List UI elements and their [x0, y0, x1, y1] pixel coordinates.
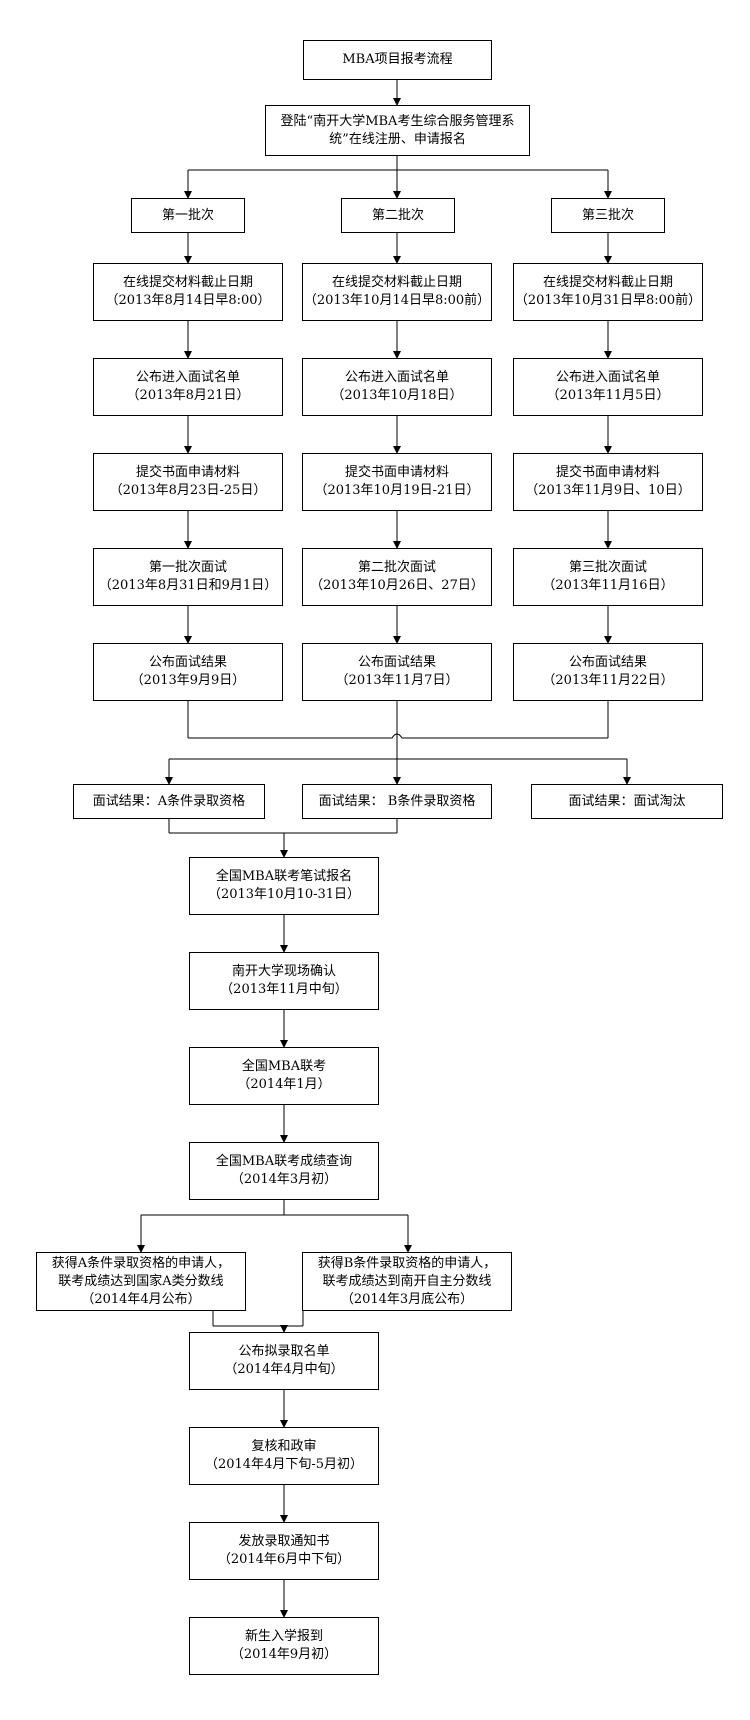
condition-a-admission: 获得A条件录取资格的申请人， 联考成绩达到国家A类分数线 （2014年4月公布） [36, 1252, 246, 1311]
batch-2-interview: 第二批次面试 （2013年10月26日、27日） [302, 548, 492, 606]
batch-2-result: 公布面试结果 （2013年11月7日） [302, 643, 492, 701]
national-exam: 全国MBA联考 （2014年1月） [189, 1047, 379, 1105]
enrollment: 新生入学报到 （2014年9月初） [189, 1617, 379, 1675]
flow-title: MBA项目报考流程 [303, 40, 492, 80]
batch-1-header: 第一批次 [131, 198, 245, 233]
batch-3-submit-deadline: 在线提交材料截止日期 （2013年10月31日早8:00前） [513, 263, 703, 321]
batch-3-written-materials: 提交书面申请材料 （2013年11月9日、10日） [513, 453, 703, 511]
batch-3-interview: 第三批次面试 （2013年11月16日） [513, 548, 703, 606]
batch-1-interview-list: 公布进入面试名单 （2013年8月21日） [93, 358, 283, 416]
batch-3-result: 公布面试结果 （2013年11月22日） [513, 643, 703, 701]
batch-2-header: 第二批次 [341, 198, 455, 233]
admission-notice: 发放录取通知书 （2014年6月中下旬） [189, 1522, 379, 1580]
batch-2-submit-deadline: 在线提交材料截止日期 （2013年10月14日早8:00前） [302, 263, 492, 321]
online-register-step: 登陆“南开大学MBA考生综合服务管理系 统”在线注册、申请报名 [265, 105, 530, 156]
batch-2-written-materials: 提交书面申请材料 （2013年10月19日-21日） [302, 453, 492, 511]
batch-1-submit-deadline: 在线提交材料截止日期 （2013年8月14日早8:00） [93, 263, 283, 321]
onsite-confirmation: 南开大学现场确认 （2013年11月中旬） [189, 952, 379, 1010]
batch-1-interview: 第一批次面试 （2013年8月31日和9月1日） [93, 548, 283, 606]
batch-3-interview-list: 公布进入面试名单 （2013年11月5日） [513, 358, 703, 416]
batch-1-result: 公布面试结果 （2013年9月9日） [93, 643, 283, 701]
outcome-b-qualification: 面试结果： B条件录取资格 [302, 784, 492, 819]
batch-2-interview-list: 公布进入面试名单 （2013年10月18日） [302, 358, 492, 416]
admission-list: 公布拟录取名单 （2014年4月中旬） [189, 1332, 379, 1390]
batch-3-header: 第三批次 [551, 198, 665, 233]
batch-1-written-materials: 提交书面申请材料 （2013年8月23日-25日） [93, 453, 283, 511]
outcome-eliminated: 面试结果：面试淘汰 [531, 784, 723, 819]
review-and-political-check: 复核和政审 （2014年4月下旬-5月初） [189, 1427, 379, 1485]
national-exam-registration: 全国MBA联考笔试报名 （2013年10月10-31日） [189, 857, 379, 915]
condition-b-admission: 获得B条件录取资格的申请人， 联考成绩达到南开自主分数线 （2014年3月底公布… [302, 1252, 512, 1311]
score-inquiry: 全国MBA联考成绩查询 （2014年3月初） [189, 1142, 379, 1200]
outcome-a-qualification: 面试结果：A条件录取资格 [73, 784, 265, 819]
